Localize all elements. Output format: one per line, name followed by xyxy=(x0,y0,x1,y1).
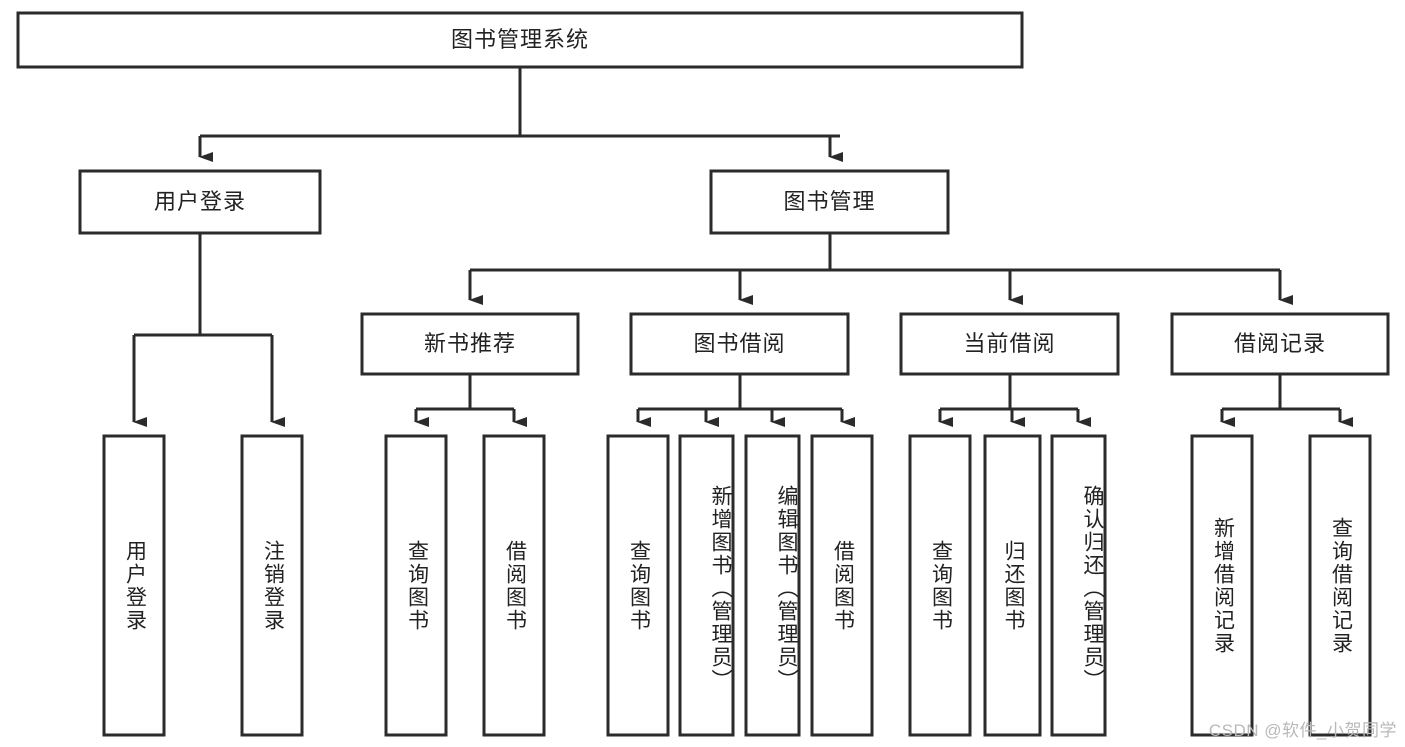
node-box-leaf-confirm-return[interactable] xyxy=(1050,434,1107,737)
node-box-book-manage[interactable] xyxy=(709,169,950,235)
connector-root-to-level2 xyxy=(198,67,843,162)
node-box-leaf-query-borrow-record[interactable] xyxy=(1308,434,1372,737)
node-box-user-login[interactable] xyxy=(78,169,322,235)
connector-currentborrow-to-leaves xyxy=(938,374,1091,427)
node-box-leaf-add-borrow-record[interactable] xyxy=(1190,434,1254,737)
node-box-leaf-query-book-1[interactable] xyxy=(384,434,448,737)
connector-userlogin-to-leaves xyxy=(132,233,285,427)
node-box-root[interactable] xyxy=(16,11,1024,69)
connector-borrowrecord-to-leaves xyxy=(1220,374,1353,427)
node-box-leaf-borrow-book-2[interactable] xyxy=(810,434,874,737)
connector-bookmanage-to-level3 xyxy=(468,233,1293,305)
node-box-borrow-record[interactable] xyxy=(1170,312,1390,376)
node-box-leaf-query-book-3[interactable] xyxy=(908,434,972,737)
node-box-leaf-return-book[interactable] xyxy=(983,434,1042,737)
watermark-text: CSDN @软件_小贺同学 xyxy=(1208,721,1397,740)
node-box-current-borrow[interactable] xyxy=(899,312,1120,376)
node-box-new-book-recommend[interactable] xyxy=(360,312,580,376)
node-box-leaf-user-login[interactable] xyxy=(102,434,166,737)
connector-bookborrow-to-leaves xyxy=(636,374,855,427)
node-box-leaf-add-book[interactable] xyxy=(678,434,735,737)
node-box-leaf-borrow-book-1[interactable] xyxy=(482,434,546,737)
node-box-leaf-query-book-2[interactable] xyxy=(606,434,670,737)
node-box-book-borrow[interactable] xyxy=(629,312,850,376)
node-box-leaf-user-logout[interactable] xyxy=(240,434,304,737)
node-box-leaf-edit-book[interactable] xyxy=(744,434,801,737)
connector-newbook-to-leaves xyxy=(414,374,527,427)
